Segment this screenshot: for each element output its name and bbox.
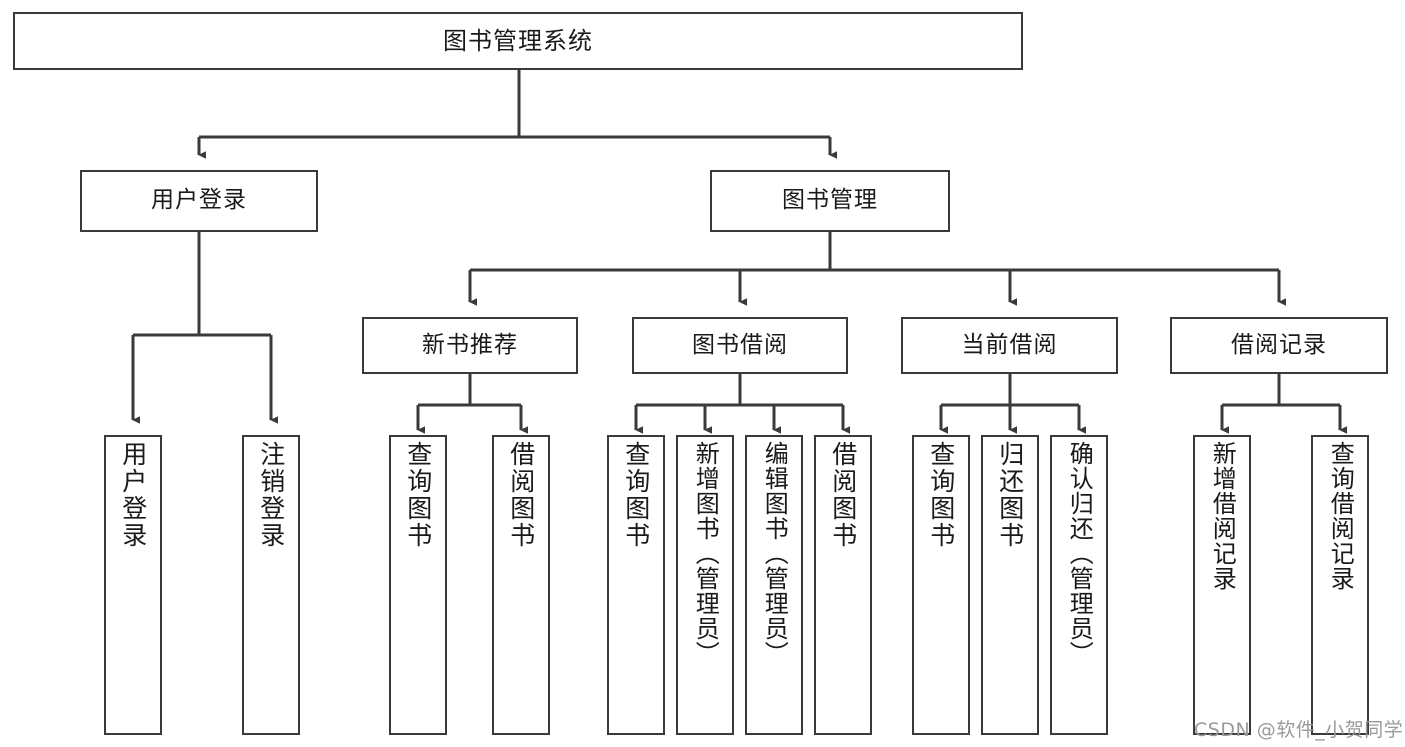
leaf-borrow-record-query-record[interactable]: 查询借阅记录 <box>1311 435 1369 735</box>
node-book-management[interactable]: 图书管理 <box>710 170 950 232</box>
leaf-book-borrow-add-book-admin[interactable]: 新增图书（管理员） <box>676 435 734 735</box>
node-label: 编辑图书（管理员） <box>760 441 789 666</box>
node-label: 归还图书 <box>995 441 1025 549</box>
node-label: 当前借阅 <box>961 331 1058 358</box>
node-book-borrow[interactable]: 图书借阅 <box>632 317 848 374</box>
leaf-user-login-login[interactable]: 用户登录 <box>104 435 162 735</box>
leaf-current-borrow-query-book[interactable]: 查询图书 <box>912 435 970 735</box>
node-label: 新增图书（管理员） <box>691 441 720 666</box>
node-label: 用户登录 <box>151 187 247 214</box>
leaf-borrow-record-add-record[interactable]: 新增借阅记录 <box>1193 435 1251 735</box>
node-user-login[interactable]: 用户登录 <box>80 170 318 232</box>
node-label: 确认归还（管理员） <box>1065 441 1094 666</box>
node-root-book-management-system[interactable]: 图书管理系统 <box>13 12 1023 70</box>
node-borrow-record[interactable]: 借阅记录 <box>1170 317 1388 374</box>
node-label: 借阅图书 <box>506 441 536 549</box>
node-new-book-recommend[interactable]: 新书推荐 <box>362 317 578 374</box>
watermark-text: CSDN @软件_小贺同学 <box>1194 719 1404 741</box>
leaf-user-login-logout[interactable]: 注销登录 <box>242 435 300 735</box>
node-label: 图书管理系统 <box>443 26 593 55</box>
node-label: 查询图书 <box>926 441 956 549</box>
node-label: 新增借阅记录 <box>1208 441 1237 591</box>
node-label: 查询借阅记录 <box>1326 441 1355 591</box>
node-label: 用户登录 <box>118 441 148 549</box>
node-label: 查询图书 <box>621 441 651 549</box>
leaf-new-book-query-book[interactable]: 查询图书 <box>389 435 447 735</box>
leaf-new-book-borrow-book[interactable]: 借阅图书 <box>492 435 550 735</box>
node-label: 新书推荐 <box>422 331 518 358</box>
leaf-book-borrow-edit-book-admin[interactable]: 编辑图书（管理员） <box>745 435 803 735</box>
node-label: 借阅图书 <box>828 441 858 549</box>
node-label: 注销登录 <box>256 441 286 549</box>
node-label: 图书管理 <box>782 187 878 214</box>
leaf-book-borrow-borrow-book[interactable]: 借阅图书 <box>814 435 872 735</box>
leaf-current-borrow-confirm-return-admin[interactable]: 确认归还（管理员） <box>1050 435 1108 735</box>
node-label: 图书借阅 <box>692 331 788 358</box>
leaf-book-borrow-query-book[interactable]: 查询图书 <box>607 435 665 735</box>
node-current-borrow[interactable]: 当前借阅 <box>901 317 1118 374</box>
node-label: 借阅记录 <box>1231 331 1327 358</box>
node-label: 查询图书 <box>403 441 433 549</box>
leaf-current-borrow-return-book[interactable]: 归还图书 <box>981 435 1039 735</box>
